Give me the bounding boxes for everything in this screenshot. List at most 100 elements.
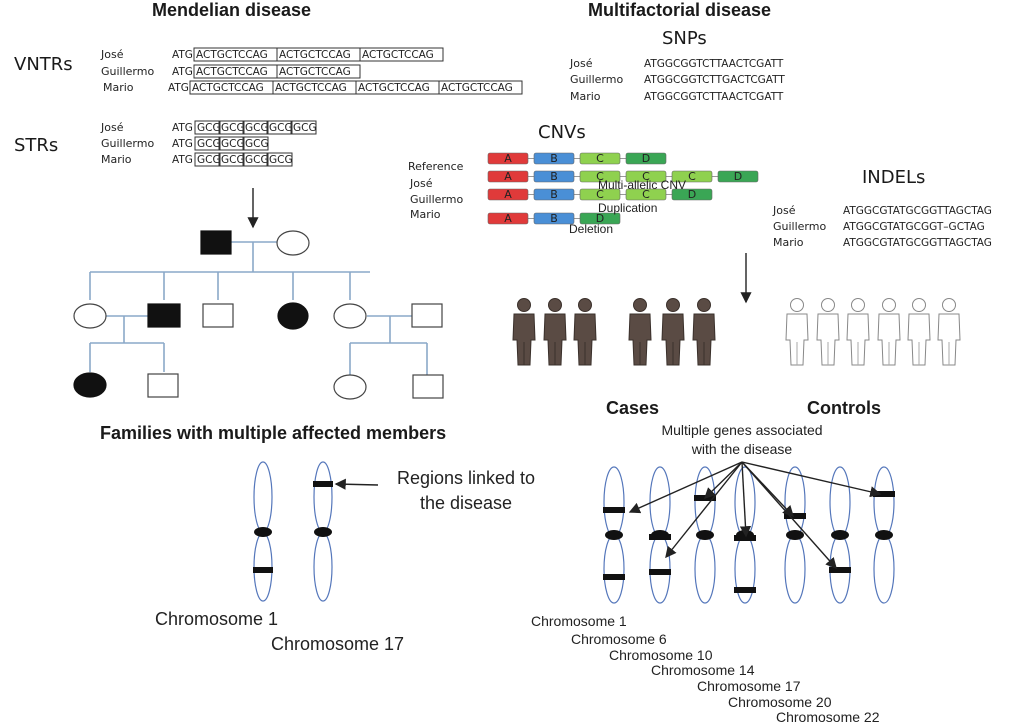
vntr-repeat: ACTGCTCCAG [196, 49, 268, 61]
gene-association-arrow [665, 461, 743, 559]
indel-name: José [772, 204, 796, 217]
control-person-icon [816, 298, 840, 366]
vntrs-title: VNTRs [14, 54, 73, 75]
vntr-repeat-box [438, 80, 523, 95]
str-repeat-box [242, 136, 269, 151]
cnv-segment-a [487, 152, 529, 165]
families-label: Families with multiple affected members [100, 423, 446, 443]
cnv-segment-b [533, 212, 575, 225]
case-person-icon [692, 298, 716, 366]
vntr-repeat: ACTGCTCCAG [362, 49, 434, 61]
cnv-segment-b [533, 152, 575, 165]
cnv-segment-label: D [688, 188, 696, 201]
cnv-segment-label: D [596, 212, 604, 225]
multifactorial-chromosome [829, 466, 851, 604]
pedigree-unaffected-male [411, 303, 443, 328]
gene-band [829, 567, 851, 573]
pedigree-affected-female [73, 372, 107, 398]
vntr-repeat: ACTGCTCCAG [275, 82, 347, 94]
str-repeat: GCG [221, 138, 245, 150]
str-repeat: GCG [269, 122, 293, 134]
str-repeat-box [242, 152, 269, 167]
case-person-icon [573, 298, 597, 366]
vntr-name: Mario [103, 81, 134, 94]
str-repeat-box [266, 120, 293, 135]
regions-linked-arrow [334, 478, 379, 490]
regions-linked-label-line1: Regions linked to [397, 468, 535, 488]
multifactorial-chromosome-label: Chromosome 14 [651, 662, 755, 678]
cnv-segment-d [625, 152, 667, 165]
str-repeat-box [218, 152, 245, 167]
cnv-segment-label: B [550, 170, 558, 183]
cnv-segment-a [487, 170, 529, 183]
multifactorial-chromosomes [603, 461, 895, 604]
multifactorial-chromosome-label: Chromosome 20 [728, 694, 832, 710]
str-name: José [100, 121, 124, 134]
snp-name: Guillermo [570, 73, 623, 86]
vntr-repeat: ACTGCTCCAG [192, 82, 264, 94]
chromosome-17-linked-region [313, 481, 333, 487]
cnv-row-label: José [409, 177, 433, 190]
gene-band [649, 569, 671, 575]
cnv-segment-label: C [596, 170, 604, 183]
centromere [605, 530, 623, 540]
pedigree-unaffected-male [147, 373, 179, 398]
pedigree-unaffected-male [412, 374, 444, 399]
gene-band [603, 574, 625, 580]
cnv-segment-label: A [504, 170, 512, 183]
cnv-row-label: Guillermo [410, 193, 463, 206]
snp-name: José [569, 57, 593, 70]
cnv-segment-d [579, 212, 621, 225]
multifactorial-chromosome-label: Chromosome 1 [531, 613, 627, 629]
multifactorial-chromosome-label: Chromosome 6 [571, 631, 667, 647]
gene-band [873, 491, 895, 497]
multifactorial-disease-header: Multifactorial disease [588, 0, 771, 20]
gene-band [603, 507, 625, 513]
vntr-repeat-box [359, 47, 444, 62]
indels-title: INDELs [862, 167, 925, 188]
vntr-repeat: ACTGCTCCAG [196, 66, 268, 78]
cnv-segment-a [487, 212, 529, 225]
indel-sequence: ATGGCGTATGCGGTTAGCTAG [843, 237, 992, 249]
case-person-icon [661, 298, 685, 366]
cnv-segment-c [579, 170, 621, 183]
control-person-icon [907, 298, 931, 366]
str-repeat-box [266, 152, 293, 167]
indel-sequence: ATGGCGTATGCGGTTAGCTAG [843, 205, 992, 217]
str-repeat: GCG [293, 122, 317, 134]
mendelian-disease-header: Mendelian disease [152, 0, 311, 20]
snp-sequence: ATGGCGGTCTTGACTCGATT [644, 74, 785, 86]
gene-band [734, 587, 756, 593]
snp-sequences: José ATGGCGGTCTTAACTCGATT Guillermo ATGGCGG… [569, 57, 785, 103]
str-repeat: GCG [197, 154, 221, 166]
gene-association-arrow [739, 461, 752, 538]
control-person-icon [846, 298, 870, 366]
indel-name: Mario [773, 236, 804, 249]
cnv-multiallelic-label: Multi-allelic CNV [598, 178, 686, 192]
str-repeat-box [218, 136, 245, 151]
pedigree-affected-male [200, 230, 232, 255]
indel-name: Guillermo [773, 220, 826, 233]
mendelian-chromosome-17-label: Chromosome 17 [271, 634, 404, 654]
vntr-repeat: ACTGCTCCAG [358, 82, 430, 94]
cnv-segment-b [533, 170, 575, 183]
snps-title: SNPs [662, 28, 707, 49]
str-repeat: GCG [197, 122, 221, 134]
multifactorial-chromosome-label: Chromosome 10 [609, 647, 713, 663]
strs-title: STRs [14, 135, 58, 156]
str-prefix: ATG [172, 154, 193, 166]
gene-band [784, 513, 806, 519]
cnv-segment-label: C [596, 152, 604, 165]
multifactorial-chromosome [694, 466, 716, 604]
str-name: Mario [101, 153, 132, 166]
cnv-segment-label: A [504, 188, 512, 201]
cases-label: Cases [606, 398, 659, 418]
multifactorial-chromosome [873, 466, 895, 604]
chromosome-1-p-arm [253, 461, 273, 533]
gene-band [649, 534, 671, 540]
snp-sequence: ATGGCGGTCTTAACTCGATT [644, 58, 784, 70]
